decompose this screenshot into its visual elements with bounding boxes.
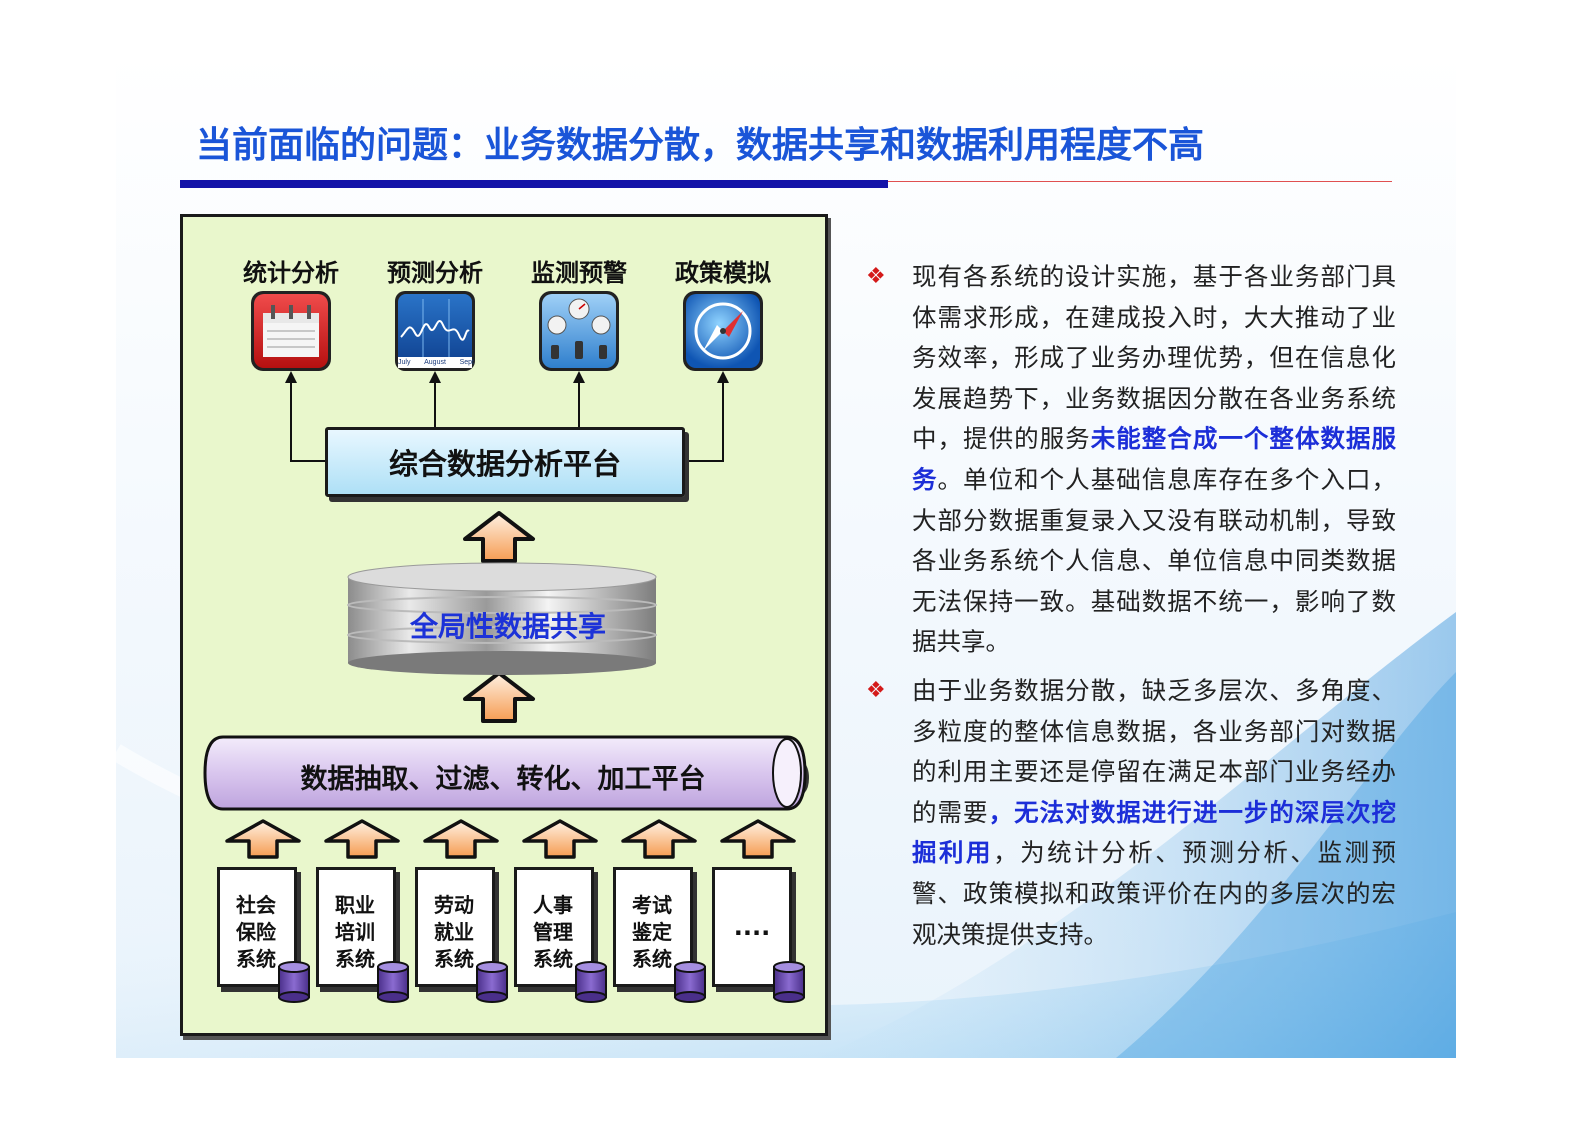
app-label-monitoring: 监测预警 — [531, 259, 627, 287]
chart-month-label: Sept — [459, 359, 474, 366]
system-text: 系统 — [236, 947, 276, 971]
system-text: 鉴定 — [632, 920, 672, 944]
system-box-social-insurance: 社会 保险 系统 — [217, 867, 297, 987]
compass-icon — [683, 291, 763, 371]
bullet-marker-icon: ❖ — [866, 264, 886, 289]
system-text: 系统 — [335, 947, 375, 971]
system-text: 就业 — [434, 920, 474, 944]
connector-arrowheads — [285, 371, 729, 383]
bullet-highlight: ，无法对数据进行进一步的深层次挖掘利用 — [912, 797, 1397, 868]
system-box-labor-employment: 劳动 就业 系统 — [415, 867, 495, 987]
app-label-policy-sim: 政策模拟 — [675, 259, 771, 287]
bullet-highlight: 未能整合成一个整体数据服务 — [912, 424, 1397, 494]
small-arrows — [225, 819, 796, 859]
bullet-list: ❖ 现有各系统的设计实施，基于各业务部门具体需求形成，在建成投入时，大大推动了业… — [866, 257, 1396, 955]
bullet-text: 由于业务数据分散，缺乏多层次、多角度、多粒度的整体信息数据，各业务部门对数据的利… — [912, 675, 1396, 827]
system-text: 人事 — [533, 893, 573, 917]
title-underline-blue — [180, 180, 888, 188]
up-arrow — [463, 671, 535, 723]
bullet-text: 。单位和个人基础信息库存在多个入口，大部分数据重复录入又没有联动机制，导致各业务… — [912, 464, 1397, 657]
bullet-marker-icon: ❖ — [866, 677, 886, 703]
system-text: 系统 — [632, 947, 672, 971]
page-title: 当前面临的问题：业务数据分散，数据共享和数据利用程度不高 — [196, 125, 1205, 166]
bullet-text: 现有各系统的设计实施，基于各业务部门具体需求形成，在建成投入时，大大推动了业务效… — [912, 262, 1396, 454]
system-text: 管理 — [533, 920, 573, 944]
chart-month-label: July — [398, 359, 411, 366]
slide: 当前面临的问题：业务数据分散，数据共享和数据利用程度不高 — [116, 52, 1456, 1058]
chart-month-label: August — [424, 359, 446, 366]
up-arrow — [463, 511, 535, 563]
system-text: 系统 — [533, 947, 573, 971]
chart-month-labels: July August Sept — [398, 359, 474, 366]
bullet-text: ，为统计分析、预测分析、监测预警、政策模拟和政策评价在内的多层次的宏观决策提供支… — [912, 838, 1397, 949]
calendar-icon — [251, 291, 331, 371]
app-label-statistics: 统计分析 — [243, 259, 339, 287]
system-text: 考试 — [632, 893, 672, 917]
system-box-more: .... — [712, 867, 792, 987]
diagram-graphics — [203, 291, 809, 859]
etl-platform-label: 数据抽取、过滤、转化、加工平台 — [300, 764, 706, 795]
system-text: 社会 — [236, 893, 276, 917]
etl-pipe — [203, 735, 809, 811]
wave-chart-icon — [395, 291, 475, 371]
system-text: 劳动 — [434, 893, 474, 917]
connector-lines — [290, 375, 724, 462]
bullet-item: ❖ 现有各系统的设计实施，基于各业务部门具体需求形成，在建成投入时，大大推动了业… — [866, 257, 1396, 663]
gauge-panel-icon — [539, 291, 619, 371]
system-box-exam-appraisal: 考试 鉴定 系统 — [613, 867, 693, 987]
shared-data-label: 全局性数据共享 — [409, 610, 606, 643]
system-text: 系统 — [434, 947, 474, 971]
architecture-diagram: 统计分析 预测分析 监测预警 政策模拟 July August Sept 综合数… — [180, 214, 828, 1036]
title-underline-red — [888, 181, 1392, 182]
shared-database-cylinder — [347, 562, 657, 675]
system-text: 培训 — [335, 920, 375, 944]
system-box-vocational-training: 职业 培训 系统 — [316, 867, 396, 987]
system-text: 职业 — [335, 893, 375, 917]
system-text: 保险 — [236, 920, 276, 944]
system-box-personnel-management: 人事 管理 系统 — [514, 867, 594, 987]
system-text: .... — [733, 912, 771, 941]
app-label-forecast: 预测分析 — [387, 259, 483, 287]
analysis-platform: 综合数据分析平台 — [325, 427, 685, 497]
bullet-item: ❖ 由于业务数据分散，缺乏多层次、多角度、多粒度的整体信息数据，各业务部门对数据… — [866, 671, 1396, 955]
